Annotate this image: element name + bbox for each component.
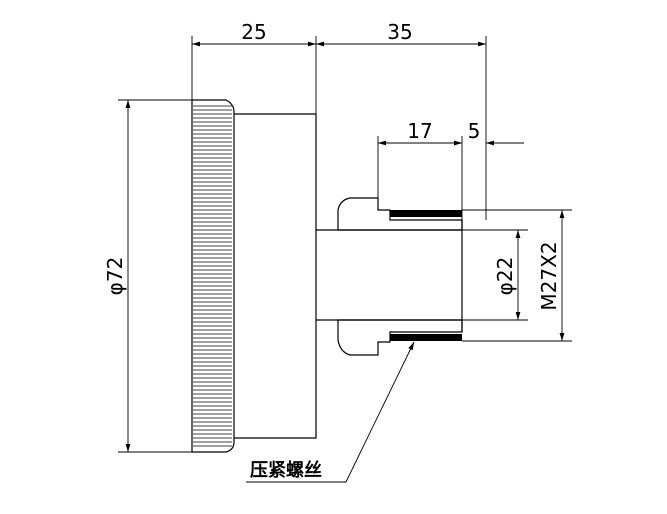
dim-shaft-length-text: 35	[387, 20, 412, 44]
dim-end-gap-text: 5	[468, 119, 481, 143]
dim-knob-width: 25	[191, 20, 317, 114]
dim-knob-diameter: φ72	[103, 99, 192, 453]
shaft	[316, 220, 463, 332]
dim-end-gap: 5	[440, 119, 524, 146]
clamp-nut-callout: 压紧螺丝	[246, 341, 415, 483]
dim-nut-width-text: 17	[407, 119, 432, 143]
dim-nut-width: 17	[377, 119, 463, 220]
dim-knob-diameter-text: φ72	[103, 257, 127, 296]
hub-body	[234, 113, 317, 439]
knurled-knob	[191, 99, 235, 453]
dim-shaft-length: 35	[316, 20, 487, 220]
clamp-nut-lower	[337, 319, 463, 356]
clamp-nut-label: 压紧螺丝	[250, 459, 322, 481]
dim-shaft-diameter-text: φ22	[493, 257, 517, 296]
knurl-pattern	[193, 105, 232, 447]
thread-band-upper	[390, 210, 462, 217]
dim-thread-text: M27X2	[537, 241, 561, 310]
dim-shaft-diameter: φ22	[462, 229, 528, 321]
dim-thread: M27X2	[462, 209, 572, 342]
dim-knob-width-text: 25	[241, 20, 266, 44]
thread-band-lower	[390, 334, 462, 341]
clamp-nut-upper	[337, 197, 463, 231]
